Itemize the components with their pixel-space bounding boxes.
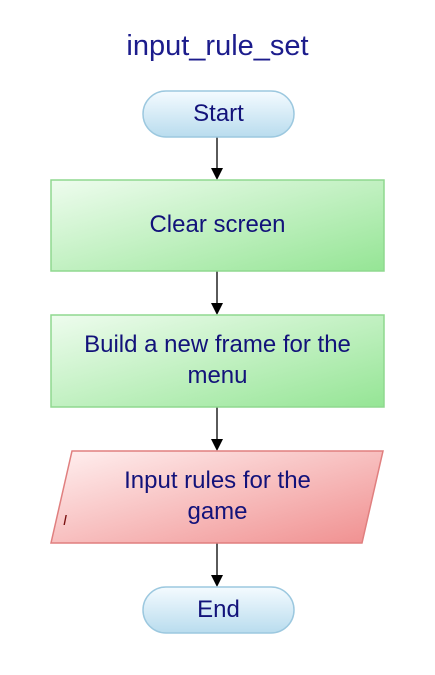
clear-screen-label: Clear screen <box>149 211 286 239</box>
end-terminator-shape <box>142 586 295 634</box>
input-rules-label: Input rules for the game <box>124 467 311 525</box>
start-label: Start <box>193 99 244 127</box>
start-terminator-shape <box>142 90 295 138</box>
end-label: End <box>197 595 240 623</box>
clear-screen-process-shape <box>50 179 385 272</box>
input-rules-io-shape <box>50 450 384 544</box>
build-frame-label: Build a new frame for the menu <box>84 331 351 389</box>
build-frame-process-shape <box>50 314 385 408</box>
diagram-title: input_rule_set <box>126 30 309 62</box>
io-marker: I <box>62 512 68 530</box>
